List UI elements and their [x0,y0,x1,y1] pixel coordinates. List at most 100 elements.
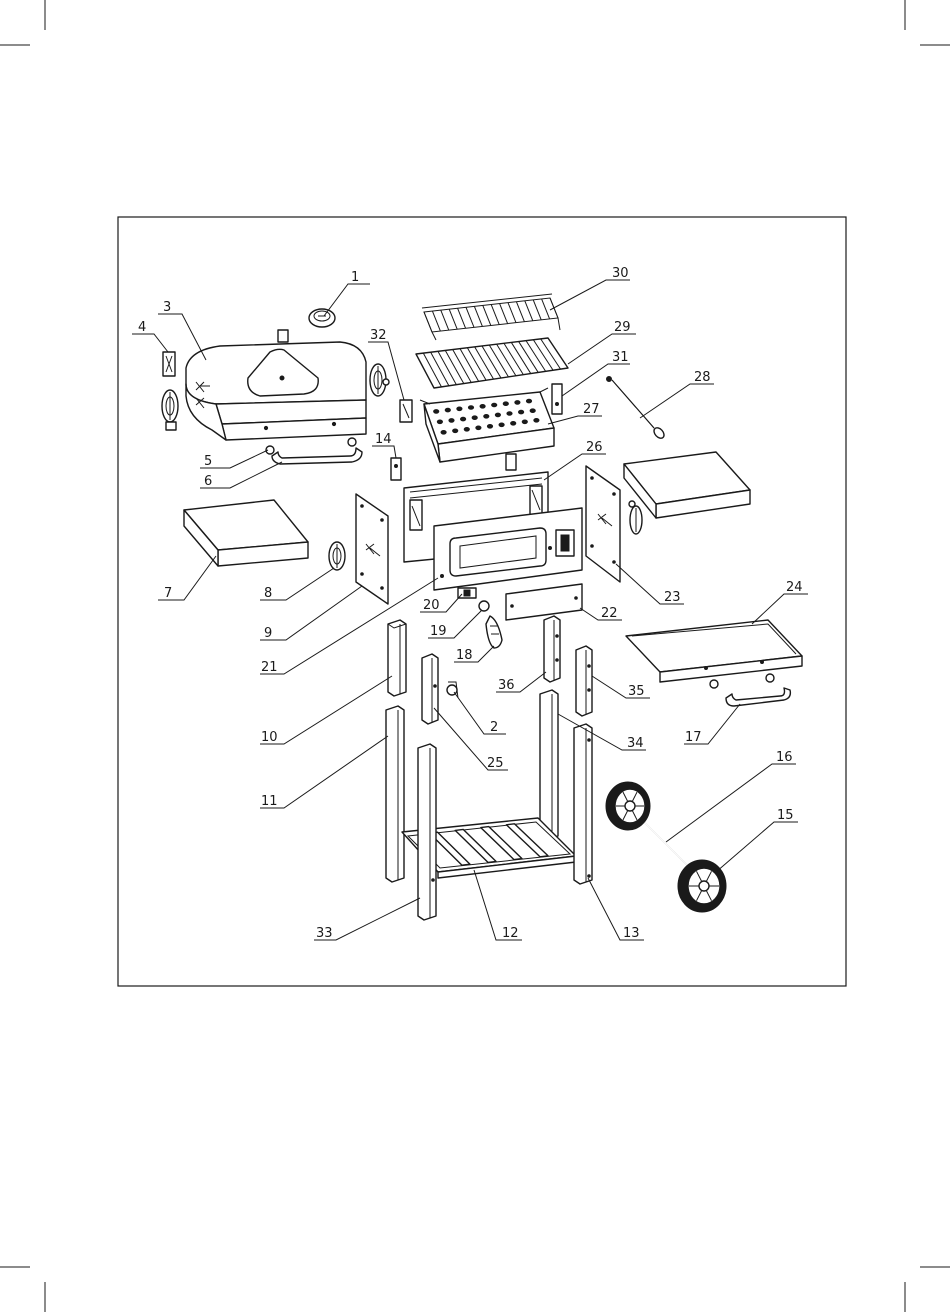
callout-label-11: 11 [261,794,278,809]
callout-label-17: 17 [685,730,702,745]
warming-rack-bar [466,307,474,327]
leg-13-part [574,724,592,884]
charcoal-pan-hole [441,431,446,435]
warming-rack-part [422,294,560,340]
callout-30: 30 [550,266,630,310]
callout-label-9: 9 [264,626,272,641]
charcoal-pan-hole [453,429,458,433]
warming-rack-bar [508,303,516,323]
charcoal-pan-hole [515,401,520,405]
charcoal-pan-hole [472,416,477,420]
charcoal-pan-hole [484,415,489,419]
callout-21: 21 [260,578,438,675]
front-shelf-part [626,620,802,688]
charcoal-pan-hole [530,409,535,413]
callout-label-21: 21 [261,660,278,675]
callout-label-3: 3 [163,300,171,315]
callout-label-14: 14 [375,432,392,447]
leg-sleeve-36-part [544,616,560,682]
callout-35: 35 [592,676,650,699]
charcoal-pan-hole [499,423,504,427]
callout-label-36: 36 [498,678,515,693]
lid-handle-part [272,448,362,464]
charcoal-pan-hole [434,410,439,414]
callout-label-22: 22 [601,606,618,621]
thermometer-part [309,309,335,327]
callout-11: 11 [260,736,388,809]
charcoal-pan-hole [511,422,516,426]
callout-label-23: 23 [664,590,681,605]
charcoal-pan-hole [461,417,466,421]
ash-door-part [506,584,582,620]
callout-label-31: 31 [612,350,629,365]
charcoal-pan-hole [487,425,492,429]
charcoal-pan-hole [464,428,469,432]
bracket-14-part [391,458,401,480]
callout-5: 5 [200,450,268,469]
callout-label-1: 1 [351,270,359,285]
warming-rack-bar [483,305,491,325]
callout-label-25: 25 [487,756,504,771]
callout-label-13: 13 [623,926,640,941]
callout-label-35: 35 [628,684,645,699]
callout-label-16: 16 [776,750,793,765]
callout-36: 36 [496,672,546,693]
callout-16: 16 [666,750,796,842]
callout-24: 24 [752,580,808,624]
clip-part [458,588,476,598]
charcoal-pan-hole [445,408,450,412]
callout-label-12: 12 [502,926,519,941]
callout-label-18: 18 [456,648,473,663]
leg-sleeve-25-part [422,654,438,724]
ash-handle-part [486,616,502,648]
warming-rack-bar [449,309,457,329]
callout-label-5: 5 [204,454,212,469]
warming-rack-bar [458,308,466,328]
callout-label-7: 7 [164,586,172,601]
callout-label-20: 20 [423,598,440,613]
callout-25: 25 [434,708,508,771]
callout-label-24: 24 [786,580,803,595]
charcoal-pan-hole [480,405,485,409]
leg-34-part [540,690,558,840]
callout-label-2: 2 [490,720,498,735]
callout-20: 20 [420,594,462,613]
callout-label-19: 19 [430,624,447,639]
tray-bracket-part [552,384,562,414]
callout-18: 18 [454,646,494,663]
left-shelf-part [184,500,308,566]
charcoal-pan-hole [519,410,524,414]
callout-label-6: 6 [204,474,212,489]
callout-13: 13 [588,878,644,941]
leg-11-part [386,706,404,882]
charcoal-pan-hole [503,402,508,406]
charcoal-pan-hole [476,426,481,430]
wheel-15-part [678,860,726,912]
callout-10: 10 [260,676,392,745]
charcoal-pan-hole [468,406,473,410]
callout-7: 7 [158,556,216,601]
callout-15: 15 [716,808,798,872]
leg-sleeve-10-part [388,620,406,696]
callout-23: 23 [616,564,684,605]
warming-rack-bar [432,311,440,331]
callout-34: 34 [558,714,646,751]
leg-33-part [418,744,436,920]
callout-12: 12 [474,870,522,941]
callout-33: 33 [314,898,420,941]
warming-rack-bar [491,305,499,325]
callout-3: 3 [158,300,206,360]
small-bracket-part [400,400,412,422]
callout-8: 8 [260,568,334,601]
callout-9: 9 [260,586,362,641]
charcoal-pan-part [420,388,554,462]
firebox-connector [506,454,516,470]
side-vent-part [329,542,345,570]
callout-label-15: 15 [777,808,794,823]
callout-label-8: 8 [264,586,272,601]
callout-17: 17 [684,704,740,745]
charcoal-pan-hole [526,399,531,403]
warming-rack-bar [542,299,550,319]
